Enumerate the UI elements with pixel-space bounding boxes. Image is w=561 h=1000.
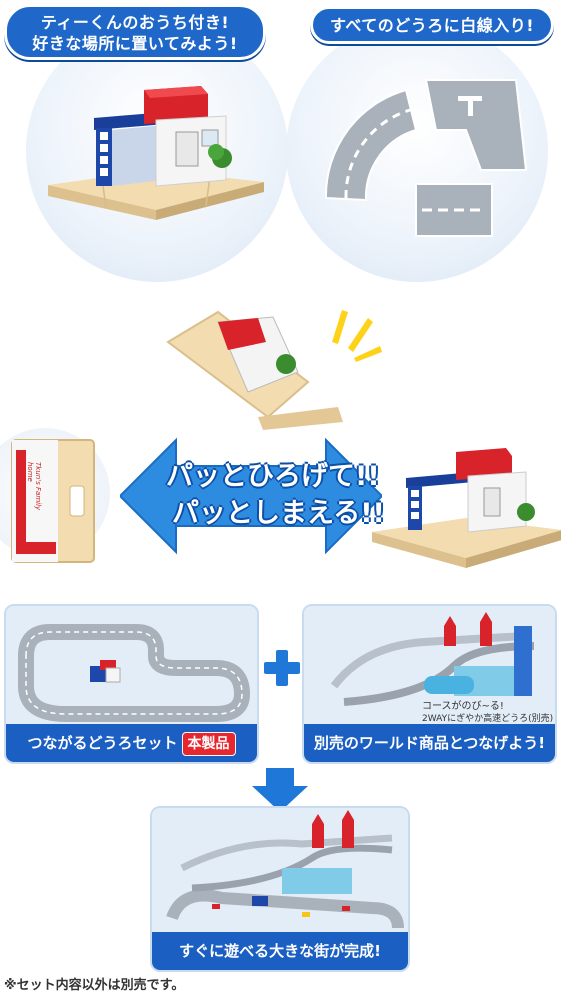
road-feature-circle xyxy=(286,20,548,282)
road-set-illustration xyxy=(6,606,257,726)
closed-case-illustration xyxy=(11,439,95,563)
city-illustration xyxy=(152,808,408,934)
house-illustration xyxy=(48,86,264,220)
plus-icon xyxy=(264,650,300,686)
house-feature-line1: ティーくんのおうち付き! xyxy=(40,13,230,32)
road-feature-line1: すべてのどうろに白線入り! xyxy=(329,16,535,35)
footer-note: ※セット内容以外は別売です。 xyxy=(4,978,185,993)
banner-line2: パッとしまえる!! xyxy=(172,498,385,529)
highway-illustration xyxy=(304,606,555,726)
world-products-box: コースがのび~る! 2WAYにぎやか高速どうろ(別売) 別売のワールド商品とつな… xyxy=(302,604,557,764)
opened-house-illustration xyxy=(372,448,561,568)
city-box: すぐに遊べる大きな街が完成! xyxy=(150,806,410,972)
house-feature-bubble: ティーくんのおうち付き! 好きな場所に置いてみよう! xyxy=(4,4,266,60)
house-feature-line2: 好きな場所に置いてみよう! xyxy=(32,34,238,53)
road-set-box: つながるどうろセット本製品 xyxy=(4,604,259,764)
road-set-caption-text: つながるどうろセット xyxy=(27,734,178,752)
road-set-caption: つながるどうろセット本製品 xyxy=(6,724,257,762)
course-note-line2: 2WAYにぎやか高速どうろ(別売) xyxy=(422,714,554,724)
house-sign-text: Tkun's Family home xyxy=(28,462,42,511)
double-arrow-icon xyxy=(120,437,382,555)
world-products-caption: 別売のワールド商品とつなげよう! xyxy=(304,724,555,762)
house-feature-circle xyxy=(26,20,288,282)
road-feature-bubble: すべてのどうろに白線入り! xyxy=(310,6,554,44)
this-product-badge: 本製品 xyxy=(181,731,236,756)
course-note-line1: コースがのび~る! xyxy=(422,701,504,712)
road-pieces-illustration xyxy=(324,79,528,237)
banner-line1: パッとひろげて!! xyxy=(166,461,380,492)
down-arrow-icon xyxy=(252,768,308,812)
burst-lines xyxy=(332,310,382,362)
city-caption: すぐに遊べる大きな街が完成! xyxy=(152,932,408,970)
opening-case-illustration xyxy=(166,310,343,430)
